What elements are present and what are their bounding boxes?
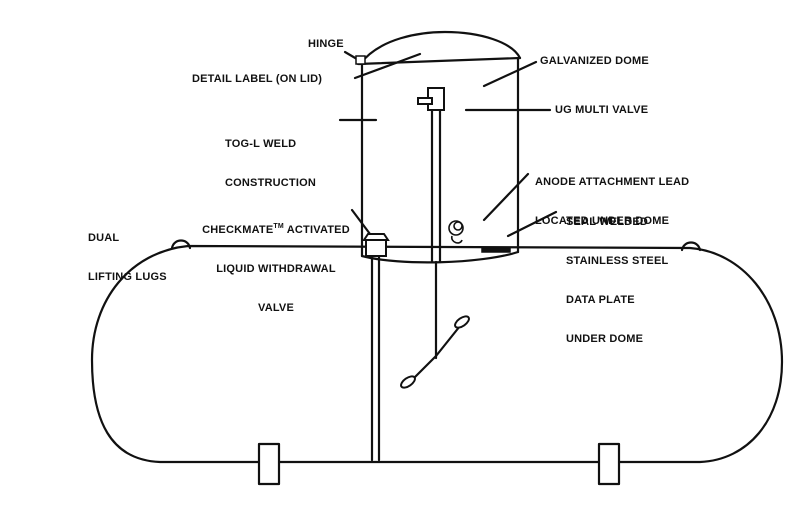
label-dual-line1: DUAL bbox=[88, 232, 120, 244]
label-anode-line2: LOCATED UNDER DOME bbox=[535, 215, 670, 227]
label-seal-line4: UNDER DOME bbox=[566, 333, 644, 345]
label-checkmate-line1: CHECKMATETM ACTIVATED bbox=[176, 220, 376, 237]
label-tog-l-line2: CONSTRUCTION bbox=[225, 177, 317, 189]
label-seal-line2: STAINLESS STEEL bbox=[566, 255, 669, 267]
label-detail: DETAIL LABEL (ON LID) bbox=[192, 73, 323, 85]
leader-checkmate bbox=[350, 208, 372, 236]
label-hinge: HINGE bbox=[308, 38, 344, 50]
float-arm-upper bbox=[434, 324, 462, 358]
hinge-block bbox=[355, 55, 366, 65]
dome-lid bbox=[358, 30, 522, 66]
label-anode-line1: ANODE ATTACHMENT LEAD bbox=[535, 176, 690, 188]
label-anode: ANODE ATTACHMENT LEAD LOCATED UNDER DOME bbox=[535, 150, 689, 241]
lifting-lug-right bbox=[680, 241, 702, 252]
float-arm bbox=[410, 354, 438, 382]
anode-coil-icon bbox=[448, 220, 464, 236]
label-ug-multi-valve: UG MULTI VALVE bbox=[555, 104, 649, 116]
anode-lead bbox=[450, 235, 463, 244]
label-dual-lugs: DUAL LIFTING LUGS bbox=[88, 206, 167, 297]
label-dual-line2: LIFTING LUGS bbox=[88, 271, 167, 283]
label-tog-l-line1: TOG-L WELD bbox=[225, 138, 297, 150]
tank-body bbox=[90, 244, 784, 464]
leader-anode bbox=[482, 172, 530, 222]
checkmate-brand: CHECKMATE bbox=[202, 224, 274, 236]
data-plate bbox=[481, 247, 511, 253]
label-seal-line1: SEAL WELDED bbox=[566, 216, 649, 228]
trademark-mark: TM bbox=[273, 223, 284, 230]
support-right bbox=[597, 442, 621, 486]
label-tog-l: TOG-L WELD CONSTRUCTION bbox=[225, 112, 316, 203]
anode-coil-inner bbox=[453, 221, 463, 231]
label-seal-line3: DATA PLATE bbox=[566, 294, 635, 306]
label-checkmate: CHECKMATETM ACTIVATED LIQUID WITHDRAWAL … bbox=[176, 194, 376, 328]
checkmate-suffix: ACTIVATED bbox=[283, 224, 350, 236]
dome-lid-rim bbox=[356, 56, 522, 66]
leader-detail-label bbox=[353, 52, 422, 80]
float-upper bbox=[454, 315, 470, 329]
support-left bbox=[257, 442, 281, 486]
label-seal-welded: SEAL WELDED STAINLESS STEEL DATA PLATE U… bbox=[566, 190, 668, 359]
withdrawal-valve-cap bbox=[362, 233, 390, 241]
label-checkmate-line3: VALVE bbox=[257, 302, 295, 314]
label-galvanized-dome: GALVANIZED DOME bbox=[540, 55, 649, 67]
leader-seal bbox=[506, 210, 558, 238]
label-checkmate-line2: LIQUID WITHDRAWAL bbox=[216, 263, 336, 275]
lifting-lug-left bbox=[170, 239, 192, 250]
multi-valve-handle bbox=[417, 97, 433, 105]
leader-galvanized-dome bbox=[482, 60, 538, 88]
float bbox=[400, 375, 416, 389]
